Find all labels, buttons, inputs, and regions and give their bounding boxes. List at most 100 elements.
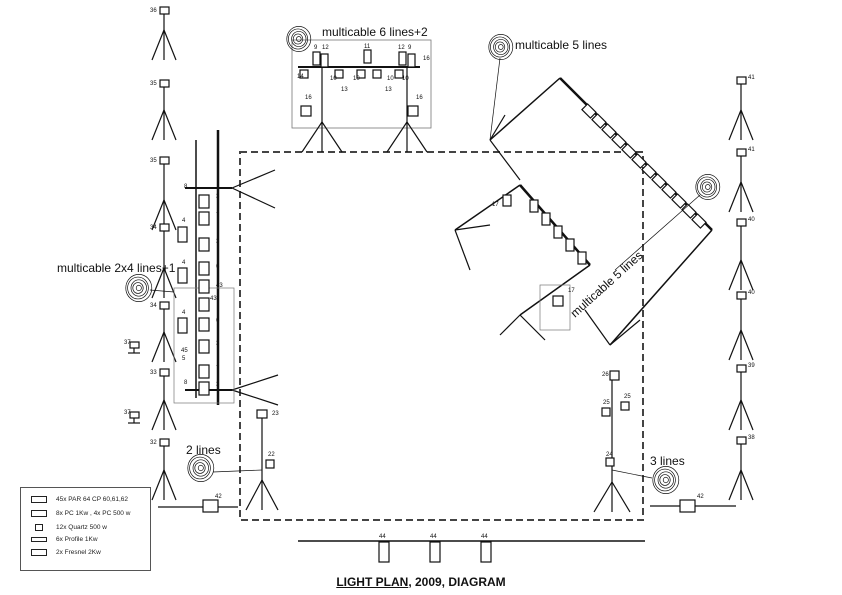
- multicable-spiral-icon: [701, 181, 713, 193]
- left-stand-number: 34: [150, 303, 157, 309]
- stand-leg: [740, 469, 754, 501]
- legend-profile: 6x Profile 1Kw: [31, 536, 98, 543]
- multicable-spiral-icon: [662, 476, 669, 484]
- multicable-spiral-icon: [700, 179, 716, 195]
- par64-fixture-icon: [553, 225, 563, 239]
- par64-fixture-icon: [198, 297, 210, 312]
- stand-leg: [740, 259, 754, 291]
- multicable-spiral-icon: [197, 464, 204, 472]
- three-lines-label: 3 lines: [650, 454, 685, 468]
- cable-42-number: 42: [215, 494, 222, 500]
- stand-fixture-icon: [159, 368, 170, 377]
- top-truss-number: 9: [314, 45, 318, 51]
- floor-stand-fixture-icon: [605, 457, 615, 467]
- left-truss-number: 7: [216, 366, 220, 372]
- par64-fixture-icon: [681, 203, 697, 219]
- legend-label: 2x Fresnel 2Kw: [56, 549, 101, 556]
- bottom-bar-number: 44: [379, 534, 386, 540]
- diagonal-truss-leg: [489, 139, 521, 181]
- multicable-spiral-icon: [296, 36, 302, 42]
- top-truss-number: 13: [341, 87, 348, 93]
- multicable-spiral-icon: [490, 36, 510, 58]
- left-truss-number: 4: [182, 310, 186, 316]
- bottom-bar-number: 44: [481, 534, 488, 540]
- multicable-spiral-icon: [192, 459, 209, 477]
- left-truss-number: 3: [216, 382, 220, 388]
- multicable-spiral-icon: [288, 28, 308, 50]
- legend-box: 45x PAR 64 CP 60,61,62 8x PC 1Kw , 4x PC…: [20, 487, 151, 571]
- left-truss-number: 45: [181, 348, 188, 354]
- profile-fixture-icon: [480, 541, 492, 563]
- top-truss-fixture-icon: [363, 49, 372, 64]
- left-truss-number: 8: [184, 380, 188, 386]
- multicable-spiral-icon: [659, 474, 671, 486]
- diagonal-truss-leg: [584, 309, 611, 346]
- left-truss-arm: [231, 374, 279, 391]
- legend-label: 8x PC 1Kw , 4x PC 500 w: [56, 510, 131, 517]
- diagonal-truss-side: [609, 229, 713, 346]
- floor-stand-number: 24: [606, 452, 613, 458]
- cable-line: [614, 194, 701, 271]
- par64-fixture-icon: [691, 213, 707, 229]
- left-stand-number: 35: [150, 81, 157, 87]
- top-truss-number: 16: [416, 95, 423, 101]
- side-fixture-icon: [177, 226, 188, 243]
- par64-fixture-icon: [198, 211, 210, 226]
- floor-stand-number: 25: [603, 400, 610, 406]
- top-truss-fixture-icon: [334, 69, 344, 79]
- par64-fixture-icon: [198, 339, 210, 354]
- diagram-title: LIGHT PLAN, 2009, DIAGRAM: [0, 575, 842, 589]
- left-truss-number: 6: [216, 264, 220, 270]
- par64-fixture-icon: [565, 238, 575, 252]
- top-truss-number: 16: [423, 56, 430, 62]
- stand-fixture-icon: [159, 79, 170, 88]
- multicable-spiral-icon: [654, 468, 676, 492]
- par64-fixture-icon: [198, 279, 210, 294]
- pc-fixture-icon: [552, 295, 564, 307]
- two-lines-label: 2 lines: [186, 443, 221, 457]
- cable-line: [611, 469, 653, 479]
- left-truss-number: 43: [216, 283, 223, 289]
- profile-fixture-icon: [679, 499, 696, 513]
- floor-stand-number: 25: [624, 394, 631, 400]
- stand-leg: [406, 121, 428, 153]
- par64-fixture-icon: [577, 251, 587, 265]
- par64-fixture-icon: [641, 163, 657, 179]
- multicable-spiral-icon: [657, 471, 674, 489]
- multicable-spiral-icon: [695, 174, 721, 200]
- inner-truss-leg: [519, 314, 546, 341]
- par64-fixture-icon: [661, 183, 677, 199]
- par64-fixture-icon: [198, 317, 210, 332]
- top-truss-fixture-icon: [320, 53, 329, 68]
- legend-fresnel: 2x Fresnel 2Kw: [31, 549, 101, 556]
- multicable-spiral-icon: [187, 454, 215, 483]
- left-truss-number: 3: [216, 239, 220, 245]
- stand-leg: [740, 181, 754, 213]
- top-truss-number: 11: [364, 44, 371, 50]
- multicable-spiral-icon: [488, 34, 514, 60]
- top-truss-fixture-icon: [394, 69, 404, 79]
- left-truss-arm: [231, 389, 279, 406]
- cable-line: [212, 469, 263, 473]
- inner-truss-leg: [499, 314, 521, 336]
- stand-leg: [163, 109, 177, 141]
- pc-fixture-icon: [502, 194, 512, 207]
- left-stand-number: 32: [150, 440, 157, 446]
- fresnel-fixture-icon: [407, 105, 419, 117]
- par64-fixture-icon: [198, 364, 210, 379]
- side-fixture-icon: [177, 267, 188, 284]
- stand-fixture-icon: [159, 223, 170, 232]
- par64-fixture-icon: [529, 199, 539, 213]
- par64-fixture-icon: [541, 212, 551, 226]
- inner-truss-leg: [454, 224, 491, 231]
- par64-fixture-icon: [621, 143, 637, 159]
- top-truss-number: 13: [385, 87, 392, 93]
- floor-stand-number: 23: [272, 411, 279, 417]
- stand-fixture-icon: [159, 301, 170, 310]
- par64-fixture-icon: [198, 237, 210, 252]
- cable-42-number: 42: [697, 494, 704, 500]
- multicable-spiral-icon: [135, 284, 142, 292]
- top-truss-number: 10: [353, 76, 360, 82]
- left-stand-number: 34: [150, 225, 157, 231]
- floor-stand-fixture-icon: [609, 370, 620, 381]
